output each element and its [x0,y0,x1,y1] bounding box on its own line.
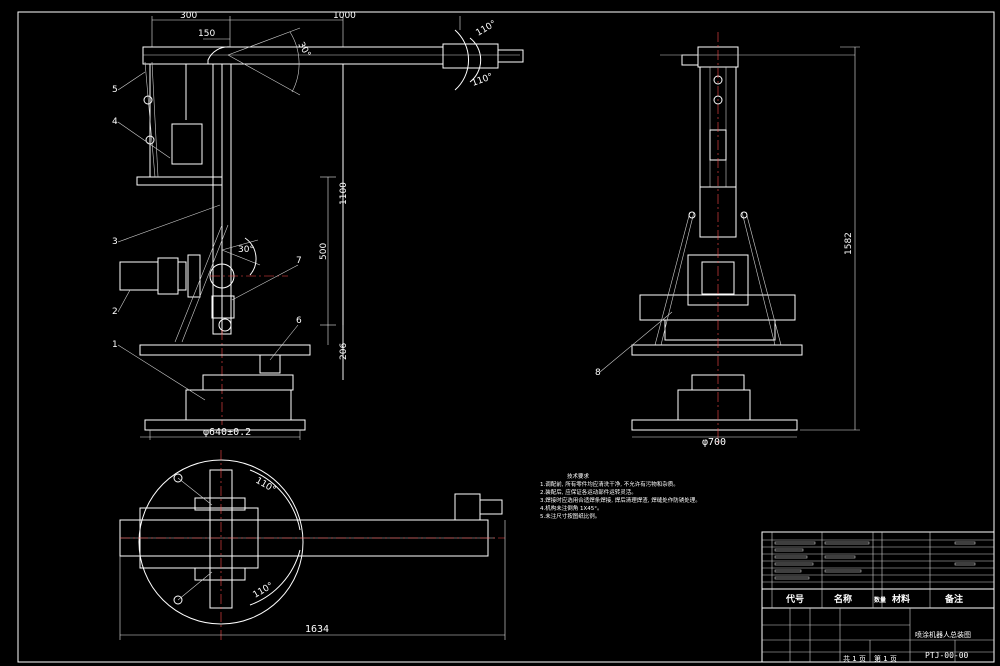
dim-700: φ700 [702,437,726,448]
dim-640: φ640±0.2 [203,427,251,438]
front-view [117,16,524,440]
note-line-5: 5.未注尺寸按图纸比例。 [540,512,600,520]
dim-500: 500 [319,243,329,260]
bom-col-remark: 备注 [944,593,963,605]
dim-a110-top: 110° [475,19,499,39]
drawing-number: PTJ-00-00 [925,651,969,660]
dim-1000: 1000 [333,11,356,21]
sheet-number: 第 1 页 [874,654,897,663]
part-label-3: 3 [112,237,118,247]
technical-notes: 技术要求 1.调配前, 所有零件均应清洗干净, 不允许有污物和杂质。 2.装配后… [540,472,701,520]
note-line-1: 1.调配前, 所有零件均应清洗干净, 不允许有污物和杂质。 [540,480,679,488]
bom-col-name: 名称 [834,593,852,605]
part-label-1: 1 [112,340,118,350]
side-view [599,32,860,445]
notes-heading: 技术要求 [567,472,590,480]
title-block [761,531,995,663]
note-line-2: 2.装配后, 应保证各运动部件运转灵活。 [540,488,637,496]
dim-a110-bot: 110° [471,72,495,89]
drawing-title: 喷涂机器人总装图 [915,630,971,639]
part-label-5: 5 [112,85,118,95]
dim-150: 150 [198,29,215,39]
bom-col-code: 代号 [785,593,804,605]
dim-1582: 1582 [844,232,854,255]
part-label-8: 8 [595,368,601,378]
dim-a30-mid: 30° [238,245,254,255]
part-label-2: 2 [112,307,118,317]
bom-col-qty: 数量 [874,596,886,604]
sheets-total: 共 1 页 [843,654,866,663]
sheet-border [17,11,995,663]
dim-1634: 1634 [305,624,329,635]
dim-a30: 30° [295,41,312,60]
dim-206: 206 [339,343,349,360]
part-label-4: 4 [112,117,118,127]
part-label-6: 6 [296,316,302,326]
dim-1100: 1100 [339,182,349,205]
plan-view [119,450,506,640]
dim-300: 300 [180,11,197,21]
note-line-3: 3.焊接时应选用合适焊条焊接, 焊后清理焊渣, 焊缝处作防锈处理。 [540,496,701,504]
bom-col-material: 材料 [891,593,910,605]
dim-a110-plan-2: 110° [252,581,276,601]
note-line-4: 4.机构未注倒角 1X45°。 [540,504,603,512]
part-label-7: 7 [296,256,302,266]
